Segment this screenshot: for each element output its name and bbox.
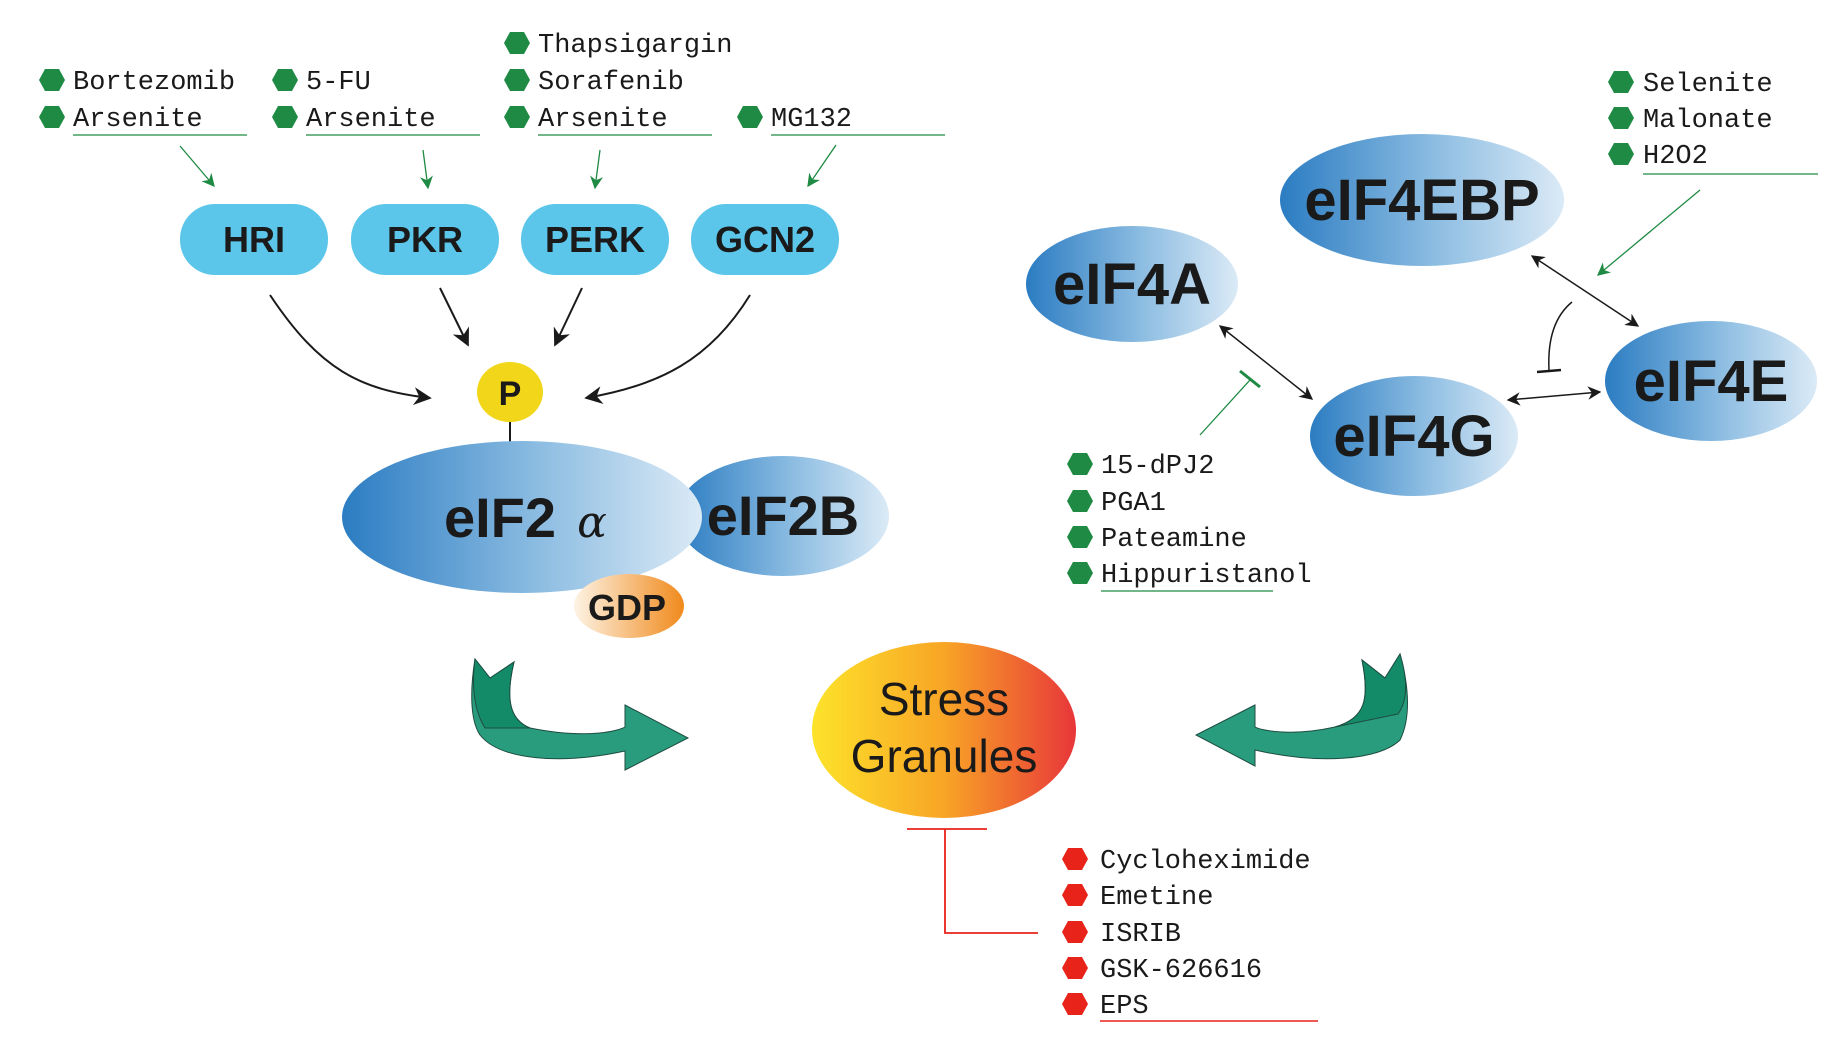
- eif4a-node: eIF4A: [1026, 226, 1238, 342]
- eif4ebp-node: eIF4EBP: [1280, 134, 1564, 266]
- inducer-label: Arsenite: [73, 105, 203, 135]
- phosphorylation-arrows: [269, 287, 751, 406]
- eif4e-node: eIF4E: [1605, 321, 1817, 441]
- eif4-interactions: [1218, 255, 1640, 406]
- eif4a-label: eIF4A: [1053, 252, 1211, 317]
- inducer-label: Arsenite: [538, 105, 668, 135]
- gdp-label: GDP: [588, 587, 666, 628]
- arrow-gcn2-to-p: [584, 294, 751, 405]
- eif4ebp-inducer-label: Malonate: [1643, 106, 1773, 136]
- inducer-hexagon-icon: [1608, 71, 1634, 93]
- inhibition-bar: [1536, 368, 1562, 374]
- inhibitor-hexagon-icon: [1062, 884, 1088, 906]
- eif4ebp-inducers: Selenite Malonate H2O2: [1597, 70, 1818, 276]
- inhibitor-hexagon-icon: [1062, 848, 1088, 870]
- activation-arrow: [590, 149, 603, 190]
- inhibitor-hexagon-icon: [1062, 993, 1088, 1015]
- eif4ebp-inducer-label: Selenite: [1643, 70, 1773, 100]
- kinase-hri: HRI: [180, 204, 328, 275]
- inducer-label: Arsenite: [306, 105, 436, 135]
- eif2b-node: eIF2B: [677, 456, 889, 576]
- kinase-label: PKR: [387, 219, 463, 260]
- right-curved-arrow-icon: [1194, 652, 1408, 767]
- kinase-label: HRI: [223, 219, 285, 260]
- kinase-perk: PERK: [521, 204, 669, 275]
- interaction-eif4a-eif4g: [1218, 325, 1314, 400]
- eif4a-inhibitors: 15-dPJ2 PGA1 Pateamine Hippuristanol: [1067, 452, 1312, 592]
- inducer-label: Thapsigargin: [538, 31, 732, 61]
- eif4e-label: eIF4E: [1634, 349, 1789, 414]
- inducer-hexagon-icon: [504, 106, 530, 128]
- inhibitor-label: EPS: [1100, 992, 1149, 1022]
- eif4a-inhibitor-label: Pateamine: [1101, 525, 1247, 555]
- kinase-gcn2: GCN2: [691, 204, 839, 275]
- sg-inhibitor-connector: [907, 828, 1038, 934]
- gdp-node: GDP: [574, 574, 684, 638]
- inducer-label: MG132: [771, 105, 852, 135]
- pkr-inducers: 5-FU Arsenite: [272, 68, 480, 190]
- kinase-label: PERK: [545, 219, 645, 260]
- eif2b-label: eIF2B: [707, 484, 860, 547]
- inhibition-eif4ebp: [1548, 301, 1573, 371]
- inhibitor-hexagon-icon: [1067, 453, 1093, 475]
- phosphate-group: P: [477, 362, 543, 442]
- sg-inhibitors: Cycloheximide Emetine ISRIB GSK-626616 E…: [1062, 847, 1318, 1022]
- activation-arrow: [1597, 189, 1701, 276]
- eif2a-node: eIF2 α: [342, 441, 702, 593]
- gcn2-inducers: MG132: [737, 105, 945, 188]
- eif2a-label: eIF2: [444, 486, 556, 549]
- inhibitor-hexagon-icon: [1062, 957, 1088, 979]
- eif4ebp-inducer-label: H2O2: [1643, 142, 1708, 172]
- activation-arrow: [807, 144, 837, 188]
- stress-granules-label-line2: Granules: [851, 730, 1038, 782]
- phosphate-label: P: [499, 375, 522, 413]
- eif4a-inhibitor-label: 15-dPJ2: [1101, 452, 1214, 482]
- inducer-hexagon-icon: [1608, 107, 1634, 129]
- inhibitor-hexagon-icon: [1067, 490, 1093, 512]
- stress-granules-node: Stress Granules: [812, 642, 1076, 818]
- inducer-hexagon-icon: [504, 69, 530, 91]
- kinase-label: GCN2: [715, 219, 815, 260]
- eif4a-inhibitor-label: PGA1: [1101, 489, 1166, 519]
- hri-inducers: Bortezomib Arsenite: [39, 68, 247, 187]
- stress-granules-label-line1: Stress: [879, 673, 1009, 725]
- inducer-hexagon-icon: [1608, 143, 1634, 165]
- activation-arrow: [420, 149, 433, 190]
- inhibitor-label: Cycloheximide: [1100, 847, 1311, 877]
- inducer-hexagon-icon: [272, 69, 298, 91]
- arrow-hri-to-p: [269, 294, 432, 406]
- inhibitor-label: GSK-626616: [1100, 956, 1262, 986]
- perk-inducers: Thapsigargin Sorafenib Arsenite: [504, 31, 732, 190]
- eif4a-inhibitor-label: Hippuristanol: [1101, 561, 1312, 591]
- left-curved-arrow-icon: [471, 657, 690, 771]
- inducer-hexagon-icon: [39, 106, 65, 128]
- activation-arrow: [179, 145, 215, 187]
- eif4g-node: eIF4G: [1310, 376, 1518, 496]
- arrow-perk-to-p: [553, 287, 583, 347]
- interaction-eif4ebp-eif4e: [1530, 255, 1640, 327]
- inhibitor-label: Emetine: [1100, 883, 1213, 913]
- inducer-label: 5-FU: [306, 68, 371, 98]
- inhibitor-label: ISRIB: [1100, 920, 1181, 950]
- eif4a-inhibition: [1199, 369, 1261, 436]
- inducer-label: Sorafenib: [538, 68, 684, 98]
- inducer-label: Bortezomib: [73, 68, 235, 98]
- alpha-symbol: α: [577, 497, 607, 548]
- inhibitor-hexagon-icon: [1067, 562, 1093, 584]
- interaction-eif4g-eif4e: [1506, 386, 1602, 406]
- inducer-hexagon-icon: [272, 106, 298, 128]
- inducer-hexagon-icon: [737, 106, 763, 128]
- inhibitor-hexagon-icon: [1067, 526, 1093, 548]
- inhibitor-hexagon-icon: [1062, 921, 1088, 943]
- kinase-pkr: PKR: [351, 204, 499, 275]
- arrow-pkr-to-p: [439, 287, 469, 347]
- inducer-hexagon-icon: [39, 69, 65, 91]
- eif4ebp-label: eIF4EBP: [1304, 168, 1539, 233]
- inducer-hexagon-icon: [504, 32, 530, 54]
- eif4g-label: eIF4G: [1333, 404, 1494, 469]
